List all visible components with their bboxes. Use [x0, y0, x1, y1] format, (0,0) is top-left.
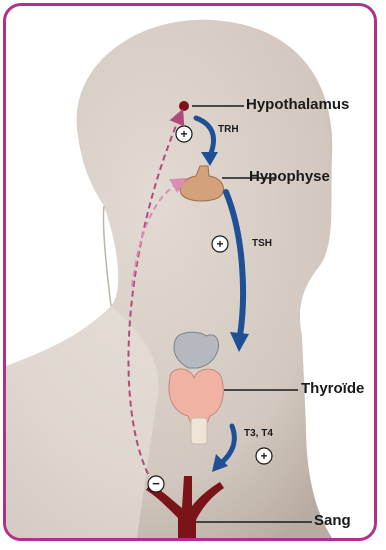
label-trh: TRH — [218, 124, 239, 135]
label-hypophyse: Hypophyse — [249, 168, 330, 185]
label-tsh: TSH — [252, 238, 272, 249]
label-thyroide: Thyroïde — [301, 380, 364, 397]
feedback-minus-sign: − — [152, 476, 160, 491]
hypothalamus-dot — [179, 101, 189, 111]
label-sang: Sang — [314, 512, 351, 529]
body-shading — [6, 306, 159, 541]
diagram-canvas: + + + − — [6, 6, 377, 541]
diagram-frame: + + + − Hypothalamus TRH Hypophyse TSH T… — [3, 3, 377, 541]
label-hypothalamus: Hypothalamus — [246, 96, 349, 113]
t3t4-plus-sign: + — [260, 449, 267, 463]
tsh-plus-sign: + — [216, 237, 223, 251]
trachea — [191, 418, 207, 444]
trh-plus-sign: + — [180, 127, 187, 141]
label-t3t4: T3, T4 — [244, 428, 273, 439]
